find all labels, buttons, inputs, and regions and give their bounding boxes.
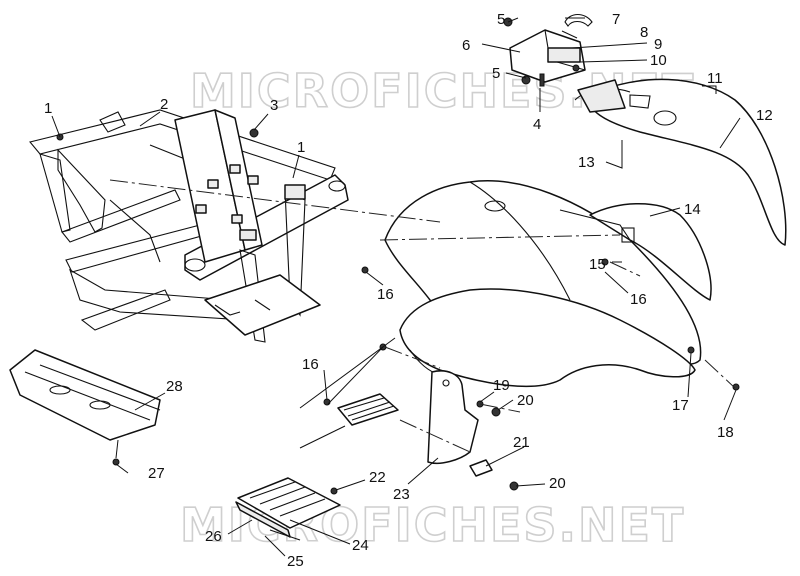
frame-assembly xyxy=(29,109,349,343)
callout-20a: 20 xyxy=(517,392,534,409)
callout-5a: 5 xyxy=(497,11,505,28)
callout-3: 3 xyxy=(270,97,278,114)
callout-13: 13 xyxy=(578,154,595,171)
callout-10: 10 xyxy=(650,52,667,69)
callout-23: 23 xyxy=(393,486,410,503)
front-fender xyxy=(384,180,712,388)
callout-19: 19 xyxy=(493,377,510,394)
mud-flap xyxy=(427,370,493,477)
callout-16c: 16 xyxy=(302,356,319,373)
footrest-assembly xyxy=(235,393,399,541)
callout-26: 26 xyxy=(205,528,222,545)
leader-lines xyxy=(51,17,741,557)
callout-11: 11 xyxy=(707,70,723,87)
tail-light-assembly xyxy=(503,13,593,87)
rear-fender xyxy=(574,78,787,246)
callout-1a: 1 xyxy=(44,100,52,117)
callout-20b: 20 xyxy=(549,475,566,492)
callout-2: 2 xyxy=(160,96,168,113)
assembly-guide-lines xyxy=(109,179,736,453)
skid-plate xyxy=(9,349,161,466)
callout-15: 15 xyxy=(589,256,606,273)
callout-17: 17 xyxy=(672,397,689,414)
callout-numbers: 1 1 2 3 4 5 5 6 7 8 9 10 11 12 13 14 15 … xyxy=(44,11,773,570)
callout-16a: 16 xyxy=(377,286,394,303)
callout-16b: 16 xyxy=(630,291,647,308)
callout-25: 25 xyxy=(287,553,304,570)
callout-5b: 5 xyxy=(492,65,500,82)
callout-7: 7 xyxy=(612,11,620,28)
callout-24: 24 xyxy=(352,537,369,554)
callout-28: 28 xyxy=(166,378,183,395)
callout-9: 9 xyxy=(654,36,662,53)
callout-18: 18 xyxy=(717,424,734,441)
callout-27: 27 xyxy=(148,465,165,482)
callout-8: 8 xyxy=(640,24,648,41)
callout-6: 6 xyxy=(462,37,470,54)
callout-22: 22 xyxy=(369,469,386,486)
callout-21: 21 xyxy=(513,434,530,451)
callout-4: 4 xyxy=(533,116,541,133)
callout-1b: 1 xyxy=(297,139,305,156)
callout-14: 14 xyxy=(684,201,701,218)
callout-12: 12 xyxy=(756,107,773,124)
